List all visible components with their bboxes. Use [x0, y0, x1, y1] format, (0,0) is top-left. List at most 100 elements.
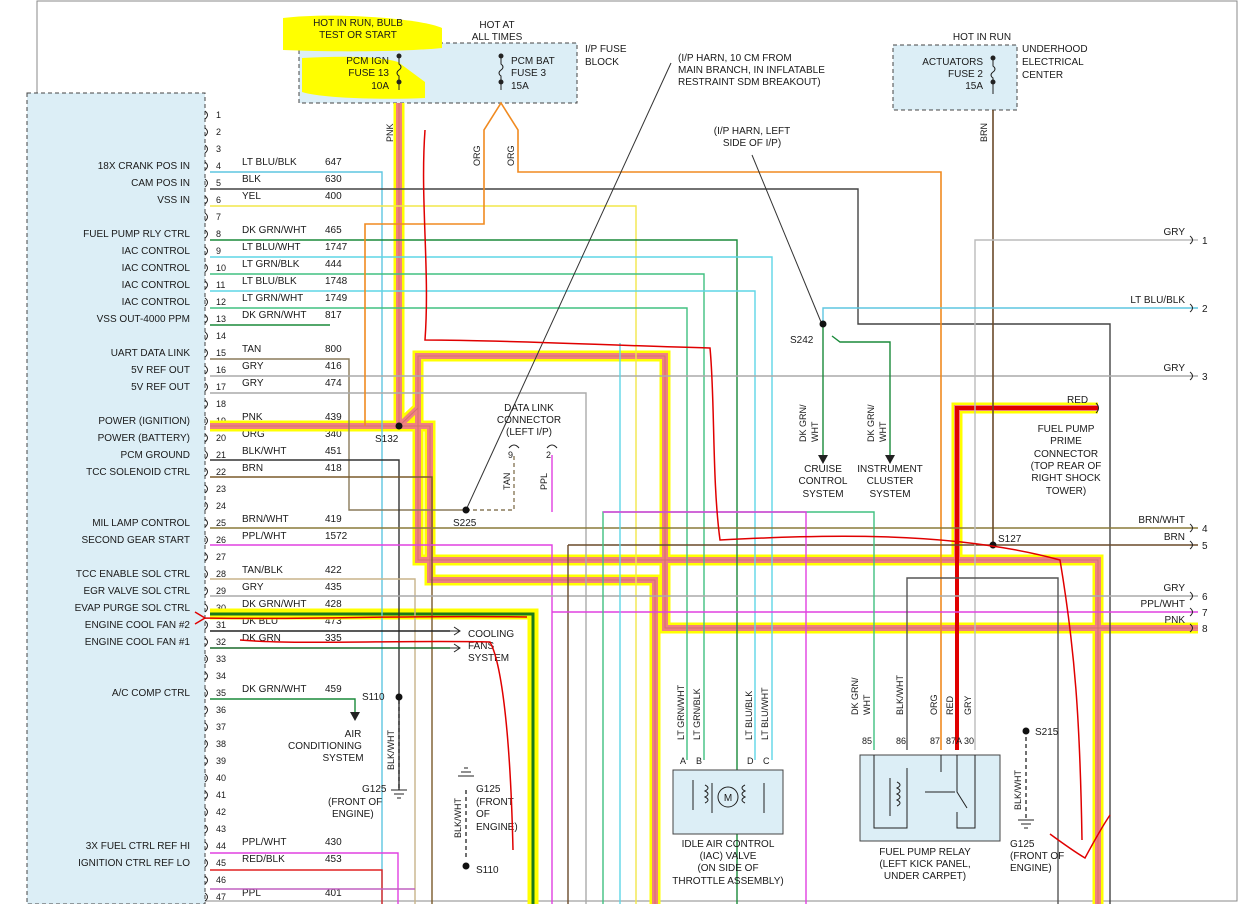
splice-s110-dot	[395, 693, 403, 701]
underhood-line1: UNDERHOOD	[1022, 44, 1088, 55]
g125c-line1: G125	[1010, 839, 1035, 850]
pcm-pin-number: 15	[216, 348, 226, 358]
pcm-pin-terminal	[204, 382, 208, 392]
pcm-pin-wire-color: LT BLU/BLK	[242, 276, 297, 287]
pcm-pin-terminal	[204, 807, 208, 817]
pcm-pin-terminal	[204, 501, 208, 511]
label-org-a: ORG	[472, 145, 482, 166]
pcm-pin-number: 34	[216, 671, 226, 681]
right-connector-pin-number: 6	[1202, 592, 1208, 603]
pcm-pin-number: 4	[216, 161, 221, 171]
pcm-pin-number: 20	[216, 433, 226, 443]
pcm-pin-terminal	[204, 331, 208, 341]
wire-gry-1	[974, 239, 1198, 750]
wire-org	[364, 101, 942, 750]
pcm-pin-circuit: 416	[325, 361, 342, 372]
pcm-pin-terminal	[204, 144, 208, 154]
pcm-pin-number: 32	[216, 637, 226, 647]
right-connector-terminal	[1189, 235, 1193, 245]
g125b-line3: OF	[476, 809, 490, 820]
wire-s242-branches	[822, 324, 891, 455]
label-brn: BRN	[979, 123, 989, 142]
pcm-pin-wire-color: TAN	[242, 344, 261, 355]
label-relay-blkwht: BLK/WHT	[895, 674, 905, 715]
pcm-pin-number: 40	[216, 773, 226, 783]
pcm-pin-function: POWER (IGNITION)	[98, 416, 190, 427]
red-annotations	[194, 129, 1111, 860]
dlc-line1: DATA LINK	[504, 403, 554, 414]
wire-630	[210, 188, 1111, 904]
pcm-pin-number: 30	[216, 603, 226, 613]
pcm-pin-function: POWER (BATTERY)	[98, 433, 190, 444]
pcm-pin-wire-color: GRY	[242, 361, 264, 372]
pcm-pin-circuit: 451	[325, 446, 342, 457]
pcm-pin-number: 17	[216, 382, 226, 392]
cluster-line2: CLUSTER	[867, 476, 914, 487]
pcm-pin-function: A/C COMP CTRL	[112, 688, 191, 699]
splice-s215-dot	[1022, 727, 1030, 735]
pcm-pin-function: 5V REF OUT	[131, 365, 190, 376]
pcm-pin-circuit: 453	[325, 854, 342, 865]
pcm-pin-number: 22	[216, 467, 226, 477]
ground-symbol-c	[1018, 819, 1034, 829]
g125c-line3: ENGINE)	[1010, 863, 1052, 874]
relay-pin-87: 87	[930, 736, 940, 746]
iac-line3: (ON SIDE OF	[697, 863, 758, 874]
wire-430	[210, 852, 399, 904]
splice-s242-label: S242	[790, 335, 814, 346]
pcm-pin-terminal	[204, 688, 208, 698]
pcm-pin-wire-color: BRN/WHT	[242, 514, 289, 525]
pcm-pin-circuit: 439	[325, 412, 342, 423]
pcm-pin-circuit: 400	[325, 191, 342, 202]
pcm-pin-number: 10	[216, 263, 226, 273]
cruise-line2: CONTROL	[799, 476, 848, 487]
arrow-fan-1	[450, 643, 461, 653]
iac-valve-box	[672, 769, 784, 835]
arrow-fan-2	[450, 626, 461, 636]
pcm-pin-function: IAC CONTROL	[122, 246, 191, 257]
pcm-pin-terminal	[204, 705, 208, 715]
pcm-pin-number: 6	[216, 195, 221, 205]
right-connector-pin-number: 8	[1202, 624, 1208, 635]
ip-harn-left-2: SIDE OF I/P)	[723, 138, 781, 149]
label-tan: TAN	[502, 473, 512, 490]
pcm-pin-number: 27	[216, 552, 226, 562]
splice-s215-label: S215	[1035, 727, 1059, 738]
prime-line6: TOWER)	[1046, 486, 1086, 497]
pcm-pin-terminal	[204, 161, 208, 171]
wire-453	[210, 869, 383, 904]
fuse-13-symbol	[396, 56, 402, 90]
label-relay-red: RED	[945, 695, 955, 715]
wire-ppl-dlc	[603, 511, 807, 904]
iac-line1: IDLE AIR CONTROL	[682, 839, 775, 850]
right-connector-terminal	[1189, 371, 1193, 381]
splice-s242-dot	[819, 320, 827, 328]
splice-s127-label: S127	[998, 534, 1022, 545]
cruise-line3: SYSTEM	[802, 489, 843, 500]
prime-line3: CONNECTOR	[1034, 449, 1098, 460]
right-connector-terminal	[1189, 540, 1193, 550]
right-connector-pin-number: 2	[1202, 304, 1208, 315]
pcm-pin-function: 3X FUEL CTRL REF HI	[86, 841, 190, 852]
pcm-pin-function: PCM GROUND	[121, 450, 190, 461]
pcm-pin-terminal	[204, 297, 208, 307]
pcm-pin-terminal	[204, 467, 208, 477]
label-relay-gry: GRY	[963, 696, 973, 715]
pcm-pin-terminal	[204, 195, 208, 205]
pcm-pin-number: 13	[216, 314, 226, 324]
pcm-pin-terminal	[204, 671, 208, 681]
wire-474	[210, 392, 587, 904]
pcm-pin-circuit: 444	[325, 259, 342, 270]
pcm-pin-terminal	[204, 416, 208, 426]
label-dkgrn-cruise-1: DK GRN/	[798, 404, 808, 442]
pcm-pin-number: 7	[216, 212, 221, 222]
right-connector-wire-label: GRY	[1164, 363, 1186, 374]
pcm-pin-number: 23	[216, 484, 226, 494]
pcm-pin-terminal	[204, 739, 208, 749]
pcm-pin-number: 35	[216, 688, 226, 698]
pcm-pin-terminal	[204, 110, 208, 120]
pcm-pin-number: 46	[216, 875, 226, 885]
iac-coils	[692, 780, 765, 813]
pcm-pin-function: IAC CONTROL	[122, 297, 191, 308]
